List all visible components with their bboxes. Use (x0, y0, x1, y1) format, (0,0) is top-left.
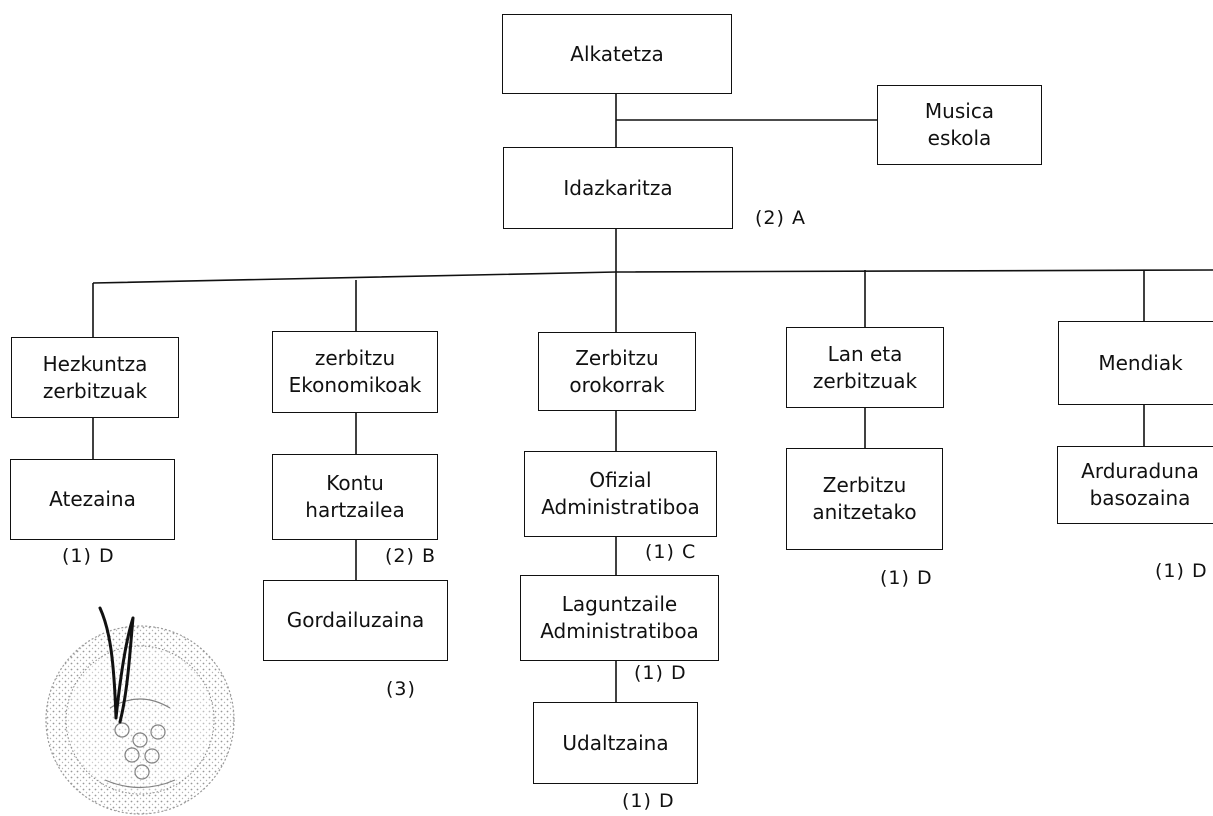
node-kontu-hartzailea: Kontu hartzailea (272, 454, 438, 540)
connector-main-bus (92, 269, 1213, 284)
note-zerbitzu-anitzetako: (1) D (880, 567, 933, 589)
municipal-seal-image (45, 606, 235, 815)
node-zerbitzu-anitzetako: Zerbitzu anitzetako (786, 448, 943, 550)
node-gordailuzaina: Gordailuzaina (263, 580, 448, 661)
node-zerbitzu-orokorrak: Zerbitzu orokorrak (538, 332, 696, 411)
node-zerbitzu-ekonomikoak: zerbitzu Ekonomikoak (272, 331, 438, 413)
signature-stroke (98, 606, 135, 724)
node-lan-eta-zerbitzuak: Lan eta zerbitzuak (786, 327, 944, 408)
node-mendiak: Mendiak (1058, 321, 1213, 405)
note-kontu-hartzailea: (2) B (385, 545, 436, 567)
node-musica-eskola: Musica eskola (877, 85, 1042, 165)
node-idazkaritza: Idazkaritza (503, 147, 733, 229)
note-laguntzaile-administratiboa: (1) D (634, 662, 687, 684)
note-idazkaritza: (2) A (755, 207, 806, 229)
note-arduraduna-basozaina: (1) D (1155, 560, 1208, 582)
node-ofizial-administratiboa: Ofizial Administratiboa (524, 451, 717, 537)
note-ofizial-administratiboa: (1) C (645, 541, 697, 563)
node-udaltzaina: Udaltzaina (533, 702, 698, 784)
note-atezaina: (1) D (62, 545, 115, 567)
node-alkatetza: Alkatetza (502, 14, 732, 94)
note-udaltzaina: (1) D (622, 790, 675, 812)
node-hezkuntza-zerbitzuak: Hezkuntza zerbitzuak (11, 337, 179, 418)
note-gordailuzaina: (3) (386, 678, 416, 700)
node-laguntzaile-administratiboa: Laguntzaile Administratiboa (520, 575, 719, 661)
node-arduraduna-basozaina: Arduraduna basozaina (1057, 446, 1213, 524)
node-atezaina: Atezaina (10, 459, 175, 540)
